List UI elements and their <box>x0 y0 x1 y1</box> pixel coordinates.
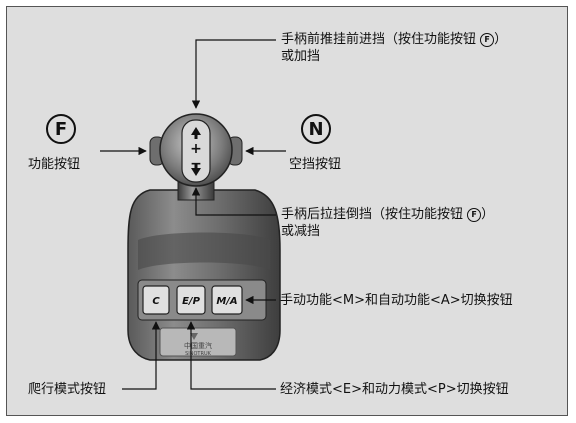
key-ep-label: E/P <box>182 296 200 307</box>
push-forward-label-2: 或加挡 <box>281 49 321 64</box>
inline-function-icon-2: F <box>467 207 482 222</box>
function-button-label: 功能按钮 <box>28 157 81 172</box>
key-c[interactable]: C <box>142 285 170 315</box>
creep-leader <box>122 321 161 390</box>
brand-logo <box>190 333 198 340</box>
brand-cn: 中国重汽 <box>184 341 212 350</box>
neutral-symbol-icon: N <box>301 114 331 144</box>
key-ma-label: M/A <box>216 296 237 307</box>
joystick-head: + − <box>149 113 243 187</box>
arrow-up-icon <box>191 127 201 135</box>
neutral-button-label: 空挡按钮 <box>289 157 342 172</box>
push-forward-label: 手柄前推挂前进挡（按住功能按钮 F） <box>281 32 508 47</box>
plus-sign: + <box>190 141 202 157</box>
creep-mode-label: 爬行模式按钮 <box>28 382 107 397</box>
manual-auto-label: 手动功能<M>和自动功能<A>切换按钮 <box>280 293 513 308</box>
push-forward-leader <box>191 39 276 109</box>
push-forward-text: 手柄前推挂前进挡（按住功能按钮 <box>281 32 477 47</box>
economy-power-label: 经济模式<E>和动力模式<P>切换按钮 <box>280 382 509 397</box>
inline-function-icon: F <box>480 32 495 47</box>
pull-back-leader <box>191 187 276 216</box>
pull-back-label: 手柄后拉挂倒挡（按住功能按钮 F） <box>281 207 495 222</box>
key-c-label: C <box>152 296 160 307</box>
pull-back-text: 手柄后拉挂倒挡（按住功能按钮 <box>281 207 464 222</box>
ep-leader <box>186 321 276 390</box>
key-ep[interactable]: E/P <box>176 285 206 315</box>
brand-en: SINOTRUK <box>185 351 212 357</box>
key-ma[interactable]: M/A <box>211 285 243 315</box>
arrow-down-icon <box>191 168 201 176</box>
pull-back-label-2: 或减挡 <box>281 224 321 239</box>
brand-plate: 中国重汽 SINOTRUK <box>159 327 237 357</box>
function-symbol-icon: F <box>46 114 76 144</box>
